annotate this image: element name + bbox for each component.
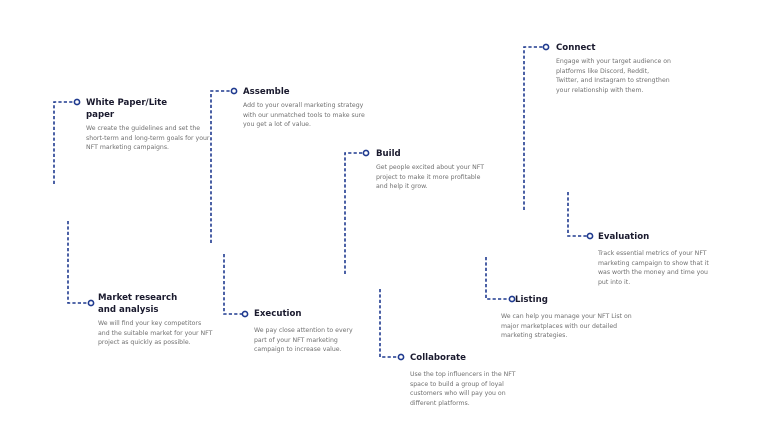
node-build [362, 149, 370, 157]
step-assemble: Assemble Add to your overall marketing s… [243, 86, 365, 130]
step-listing: Listing We can help you manage your NFT … [501, 294, 635, 341]
step-description: We create the guidelines and set the sho… [86, 125, 210, 152]
step-description: Use the top influencers in the NFT space… [410, 371, 516, 407]
step-description: We can help you manage your NFT List on … [501, 313, 632, 340]
step-white-paper: White Paper/Lite paper We create the gui… [86, 97, 210, 153]
step-description: Track essential metrics of your NFT mark… [598, 250, 709, 286]
step-title: Execution [254, 309, 302, 319]
connector-evaluation [567, 192, 587, 237]
step-title: Market research and analysis [98, 293, 178, 315]
connector-assemble [210, 90, 231, 243]
connector-connect [523, 46, 543, 210]
step-title: Assemble [243, 87, 290, 97]
step-title: Collaborate [410, 353, 466, 363]
node-execution [241, 310, 249, 318]
node-collaborate [397, 353, 405, 361]
node-white-paper [73, 98, 81, 106]
node-assemble [230, 87, 238, 95]
step-build: Build Get people excited about your NFT … [376, 148, 490, 192]
step-connect: Connect Engage with your target audience… [556, 42, 672, 95]
connector-white-paper [53, 101, 74, 184]
connector-collaborate [379, 289, 398, 358]
connector-listing [485, 257, 509, 300]
step-market-research: Market research and analysis We will fin… [98, 292, 214, 348]
node-evaluation [586, 232, 594, 240]
step-description: Get people excited about your NFT projec… [376, 164, 484, 191]
connector-market-research [67, 221, 88, 304]
step-execution: Execution We pay close attention to ever… [254, 308, 364, 355]
node-market-research [87, 299, 95, 307]
step-title: Connect [556, 43, 596, 53]
step-title: Build [376, 149, 401, 159]
step-title: White Paper/Lite paper [86, 98, 168, 120]
connector-build [344, 152, 363, 274]
step-collaborate: Collaborate Use the top influencers in t… [410, 352, 522, 408]
step-title: Listing [515, 295, 548, 305]
connector-execution [223, 254, 242, 315]
step-description: We will find your key competitors and th… [98, 320, 213, 347]
step-title: Evaluation [598, 232, 650, 242]
step-description: Add to your overall marketing strategy w… [243, 102, 365, 129]
step-description: We pay close attention to every part of … [254, 327, 353, 354]
step-evaluation: Evaluation Track essential metrics of yo… [598, 231, 716, 287]
node-connect [542, 43, 550, 51]
node-listing [508, 295, 516, 303]
step-description: Engage with your target audience on plat… [556, 58, 671, 94]
